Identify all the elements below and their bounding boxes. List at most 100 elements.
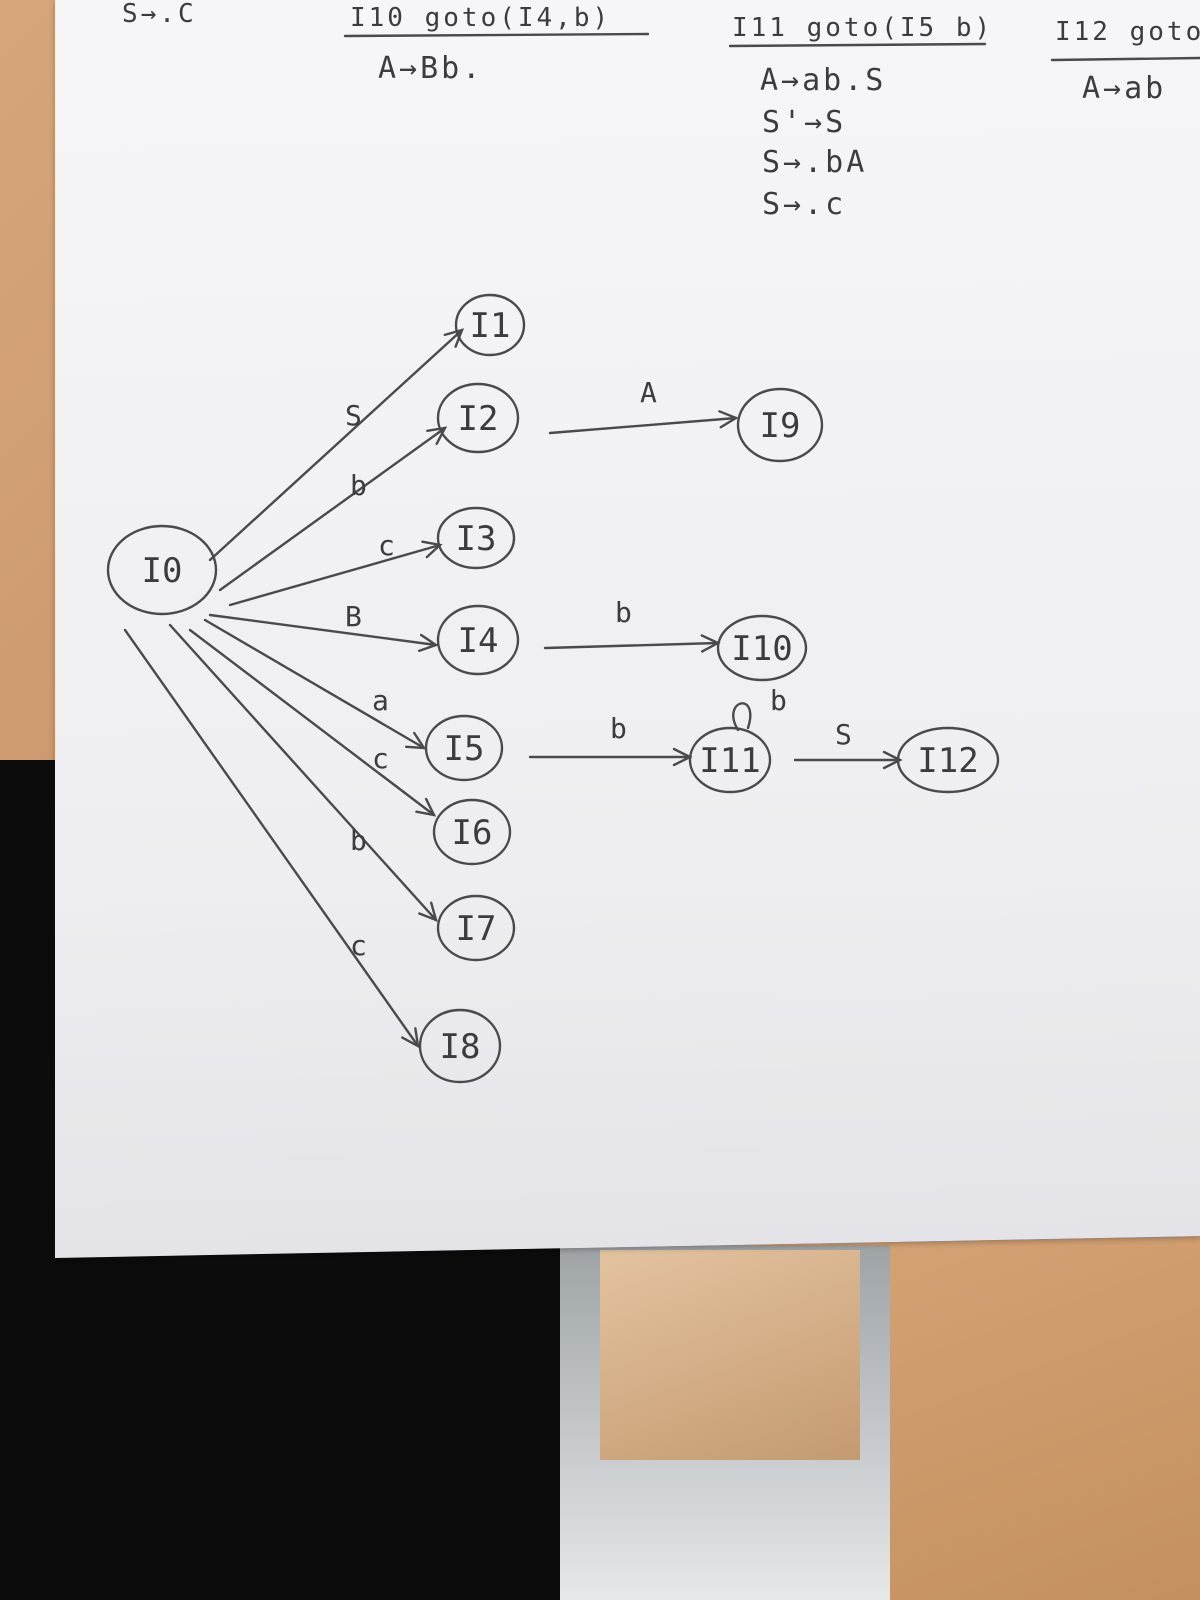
transition-i0-i7: b (168, 623, 438, 922)
drawer-inside (600, 1250, 860, 1460)
state-i1: I1 (454, 293, 526, 357)
item-set-I11: I11 goto(I5 b) A→ab.S S'→S S→.bA S→.c (728, 13, 993, 222)
transition-label: A (640, 376, 657, 409)
transition-i0-i1: S (208, 328, 464, 562)
arrow-head (718, 410, 739, 429)
item-set-header: I12 goto (1055, 17, 1200, 47)
production: A→ab.S (760, 63, 886, 98)
production: S'→S (762, 105, 846, 140)
state-i11: I11 (688, 726, 772, 794)
state-i4: I4 (436, 604, 520, 676)
state-label: I8 (440, 1027, 481, 1067)
item-set-I12: I12 goto A→ab (1050, 17, 1200, 106)
state-circle (436, 894, 516, 962)
state-label: I11 (699, 741, 760, 781)
transition-line (123, 628, 420, 1048)
state-label: I1 (470, 306, 511, 346)
transition-i0-i8: c (123, 628, 420, 1049)
state-circle (106, 524, 218, 616)
item-set-header: I10 goto(I4,b) (350, 3, 611, 33)
transition-i0-i2: b (218, 426, 448, 592)
state-i10: I10 (716, 614, 808, 682)
state-i3: I3 (436, 506, 516, 570)
transition-line (218, 426, 447, 592)
transition-label: S (345, 399, 362, 432)
production: S→.bA (762, 145, 867, 180)
transition-label: a (372, 684, 389, 717)
state-circle (436, 604, 520, 676)
state-label: I6 (452, 813, 493, 853)
transition-i2-i9: A (548, 376, 739, 435)
transition-i5-i11: b (528, 712, 693, 767)
transition-label: b (770, 684, 787, 717)
state-label: I7 (456, 909, 497, 949)
state-label: I5 (444, 729, 485, 769)
item-set-I10: I10 goto(I4,b) A→Bb. (343, 3, 650, 86)
state-circle (424, 714, 504, 782)
transition-label: c (372, 742, 389, 775)
state-label: I4 (458, 621, 499, 661)
transition-label: b (615, 596, 632, 629)
state-label: I2 (458, 399, 499, 439)
transition-i0-i5: a (203, 618, 427, 750)
state-circle (436, 382, 520, 454)
arrow-head (443, 328, 464, 348)
state-i12: I12 (896, 726, 1000, 794)
transition-line (188, 628, 436, 817)
state-label: I3 (456, 519, 497, 559)
top-left-fragment: S→.C (122, 0, 197, 29)
transition-i0-i6: c (188, 628, 437, 817)
arrow-head (417, 633, 439, 653)
state-circle (736, 387, 824, 463)
transition-label: b (350, 824, 367, 857)
production: A→ab (1082, 71, 1166, 106)
state-label: I9 (760, 406, 801, 446)
state-label: I10 (731, 629, 792, 669)
state-circle (432, 798, 512, 866)
state-i8: I8 (418, 1008, 502, 1084)
state-i7: I7 (436, 894, 516, 962)
arrow-head (404, 731, 427, 750)
transition-label: b (350, 469, 367, 502)
state-label: I12 (917, 741, 978, 781)
transition-label: b (610, 712, 627, 745)
production: A→Bb. (378, 51, 483, 86)
transition-line (168, 623, 438, 922)
state-i2: I2 (436, 382, 520, 454)
transition-line (203, 618, 426, 750)
arrow-head (426, 426, 448, 446)
arrow-head (882, 750, 903, 770)
state-circle (896, 726, 1000, 794)
transition-i4-i10: b (543, 596, 721, 653)
item-set-header: I11 goto(I5 b) (732, 13, 993, 43)
arrow-head (415, 797, 437, 817)
transition-i0-i3: c (228, 529, 443, 607)
header-underline (728, 42, 987, 48)
transition-i11-i11: b (732, 684, 787, 732)
transition-line (543, 641, 720, 650)
transition-i11-i12: S (793, 718, 903, 770)
state-i6: I6 (432, 798, 512, 866)
header-underline (1050, 56, 1200, 62)
header-underline (343, 32, 650, 38)
transition-label: c (378, 529, 395, 562)
arrow-head (418, 901, 438, 922)
top-notes: S→.C I10 goto(I4,b) A→Bb. I11 goto(I5 b)… (122, 0, 1200, 222)
state-circle (454, 293, 526, 357)
transition-line (548, 416, 738, 435)
state-circle (418, 1008, 502, 1084)
state-i9: I9 (736, 387, 824, 463)
state-circle (716, 614, 808, 682)
state-i0: I0 (106, 524, 218, 616)
transition-line (208, 328, 464, 562)
transition-label: c (350, 929, 367, 962)
transition-line (732, 702, 752, 732)
state-circle (688, 726, 772, 794)
transition-label: S (835, 718, 852, 751)
state-circle (436, 506, 516, 570)
state-i5: I5 (424, 714, 504, 782)
state-label: I0 (142, 551, 183, 591)
